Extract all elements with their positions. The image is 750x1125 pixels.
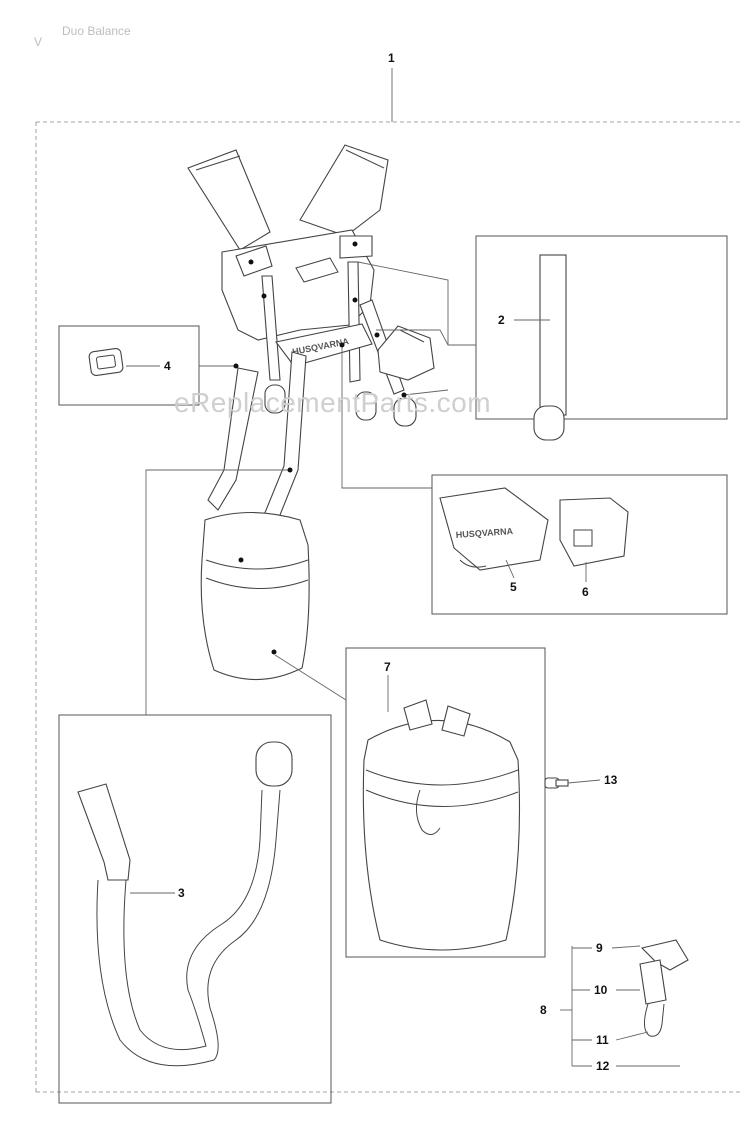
callout-5: 5 bbox=[510, 580, 517, 594]
part-13-illustration bbox=[544, 777, 601, 789]
callout-6: 6 bbox=[582, 585, 589, 599]
callout-7: 7 bbox=[384, 660, 391, 674]
callout-10: 10 bbox=[594, 983, 608, 997]
box-parts-5-6 bbox=[431, 474, 728, 615]
callout-4: 4 bbox=[164, 359, 171, 373]
watermark: eReplacementParts.com bbox=[174, 387, 491, 418]
attachment-dots bbox=[233, 241, 407, 655]
callout-2: 2 bbox=[498, 313, 505, 327]
callout-8: 8 bbox=[540, 1003, 547, 1017]
callout-labels: 1 2 3 4 5 6 7 8 9 10 11 12 13 bbox=[164, 51, 618, 1073]
leader-lines bbox=[145, 261, 476, 715]
parts-5-6-illustration: HUSQVARNA bbox=[439, 487, 629, 582]
header-initial: V bbox=[34, 35, 42, 49]
pad-brand-text: HUSQVARNA bbox=[455, 526, 513, 540]
box-part-7 bbox=[345, 647, 546, 958]
harness-illustration: HUSQVARNA bbox=[187, 144, 435, 681]
callout-9: 9 bbox=[596, 941, 603, 955]
callout-13: 13 bbox=[604, 773, 618, 787]
callout-1: 1 bbox=[388, 51, 395, 65]
callout-11: 11 bbox=[596, 1033, 609, 1047]
part-4-illustration bbox=[88, 347, 160, 377]
callout-12: 12 bbox=[596, 1059, 610, 1073]
box-part-4 bbox=[58, 325, 200, 406]
callout-3: 3 bbox=[178, 886, 185, 900]
assembly-frame bbox=[35, 68, 742, 1093]
parts-8-12-illustration bbox=[560, 939, 689, 1067]
box-part-3 bbox=[58, 714, 332, 1104]
part-7-illustration bbox=[362, 675, 521, 951]
part-3-illustration bbox=[77, 741, 293, 1067]
header-title: Duo Balance bbox=[62, 24, 131, 38]
part-2-illustration bbox=[514, 254, 567, 441]
box-part-2 bbox=[475, 235, 728, 420]
